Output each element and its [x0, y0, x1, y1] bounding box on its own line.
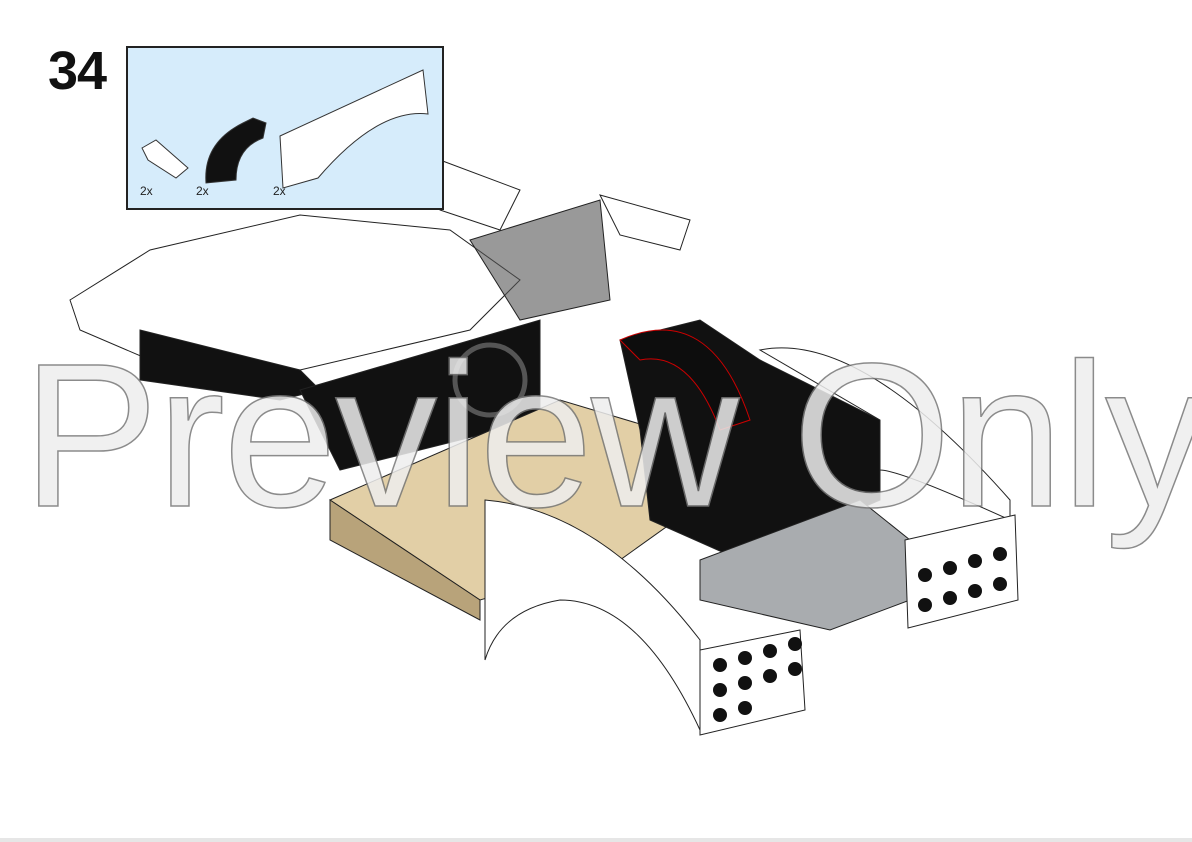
- front-fender-right: [758, 347, 1019, 629]
- front-fender-left: [484, 499, 806, 736]
- part-white-arch-1x8: [279, 69, 429, 189]
- part-quantity: 2x: [196, 184, 209, 198]
- parts-illustrations: [141, 69, 429, 189]
- parts-callout-box: 2x 2x 2x: [126, 46, 444, 210]
- part-white-curved-slope: [141, 139, 189, 179]
- step-number: 34: [48, 41, 107, 101]
- rear-body: [69, 159, 691, 471]
- black-seat-block: [619, 319, 881, 561]
- part-quantity: 2x: [273, 184, 286, 198]
- studs: [713, 547, 1007, 722]
- page-bottom-border: [0, 838, 1192, 842]
- watermark: Preview Only: [21, 320, 1192, 551]
- part-black-curved-arch: [205, 117, 267, 184]
- steering-wheel: [452, 342, 528, 418]
- part-quantity: 2x: [140, 184, 153, 198]
